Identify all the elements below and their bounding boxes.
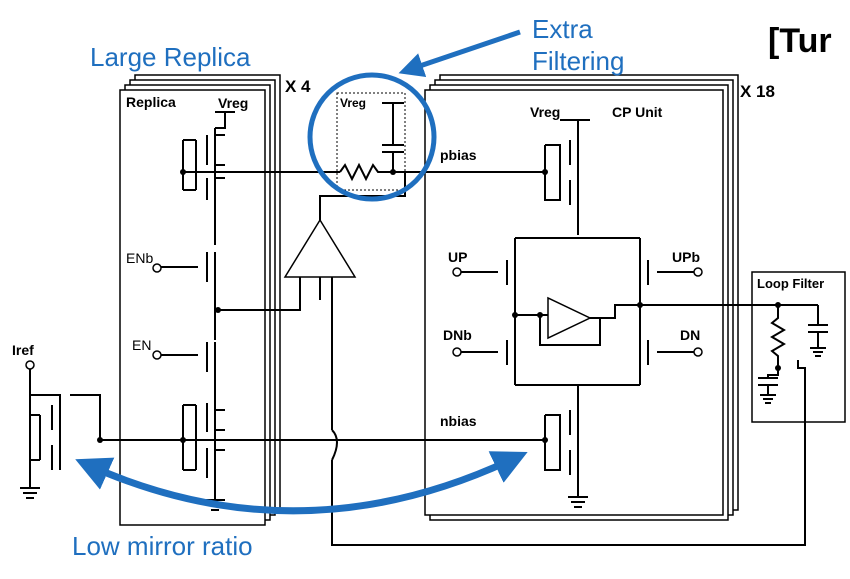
replica-column: [152, 111, 235, 511]
filter-vreg: Vreg: [340, 96, 366, 110]
cp-up: UP: [448, 249, 467, 265]
replica-block: [119, 74, 281, 526]
cp-multiplier: X 18: [740, 82, 775, 101]
cp-dnb: DNb: [443, 327, 472, 343]
loop-filter-box: [751, 271, 846, 423]
feedback-wire: [331, 360, 806, 546]
cp-dn: DN: [680, 327, 700, 343]
low-mirror-ratio-label: Low mirror ratio: [72, 531, 253, 561]
iref-mirror: [20, 360, 103, 499]
large-replica-label: Large Replica: [90, 42, 251, 72]
replica-enb: ENb: [126, 250, 153, 266]
replica-en: EN: [132, 337, 151, 353]
replica-vreg: Vreg: [218, 95, 248, 111]
loop-filter-internals: [758, 302, 828, 404]
extra-filtering-label-2: Filtering: [532, 46, 624, 76]
replica-title: Replica: [126, 94, 176, 110]
cp-nbias: nbias: [440, 413, 477, 429]
iref-label: Iref: [12, 342, 34, 358]
extra-filtering-label-1: Extra: [532, 14, 593, 44]
filter-capacitor: [382, 102, 404, 175]
cp-title: CP Unit: [612, 104, 663, 120]
cp-unit-block: [424, 74, 739, 521]
extra-filtering-highlight: [307, 72, 437, 202]
loop-filter-title: Loop Filter: [757, 276, 824, 291]
cp-upb: UPb: [672, 249, 700, 265]
buffer-opamp: [283, 218, 357, 278]
corner-title: [Tur: [768, 22, 832, 60]
extra-filtering-arrow: [398, 29, 521, 78]
low-mirror-ratio-arrow: [75, 451, 528, 515]
cp-pbias: pbias: [440, 147, 477, 163]
filter-resistor: [339, 162, 382, 182]
cp-vreg: Vreg: [530, 104, 560, 120]
cp-internals: [452, 119, 730, 508]
replica-multiplier: X 4: [285, 77, 311, 96]
